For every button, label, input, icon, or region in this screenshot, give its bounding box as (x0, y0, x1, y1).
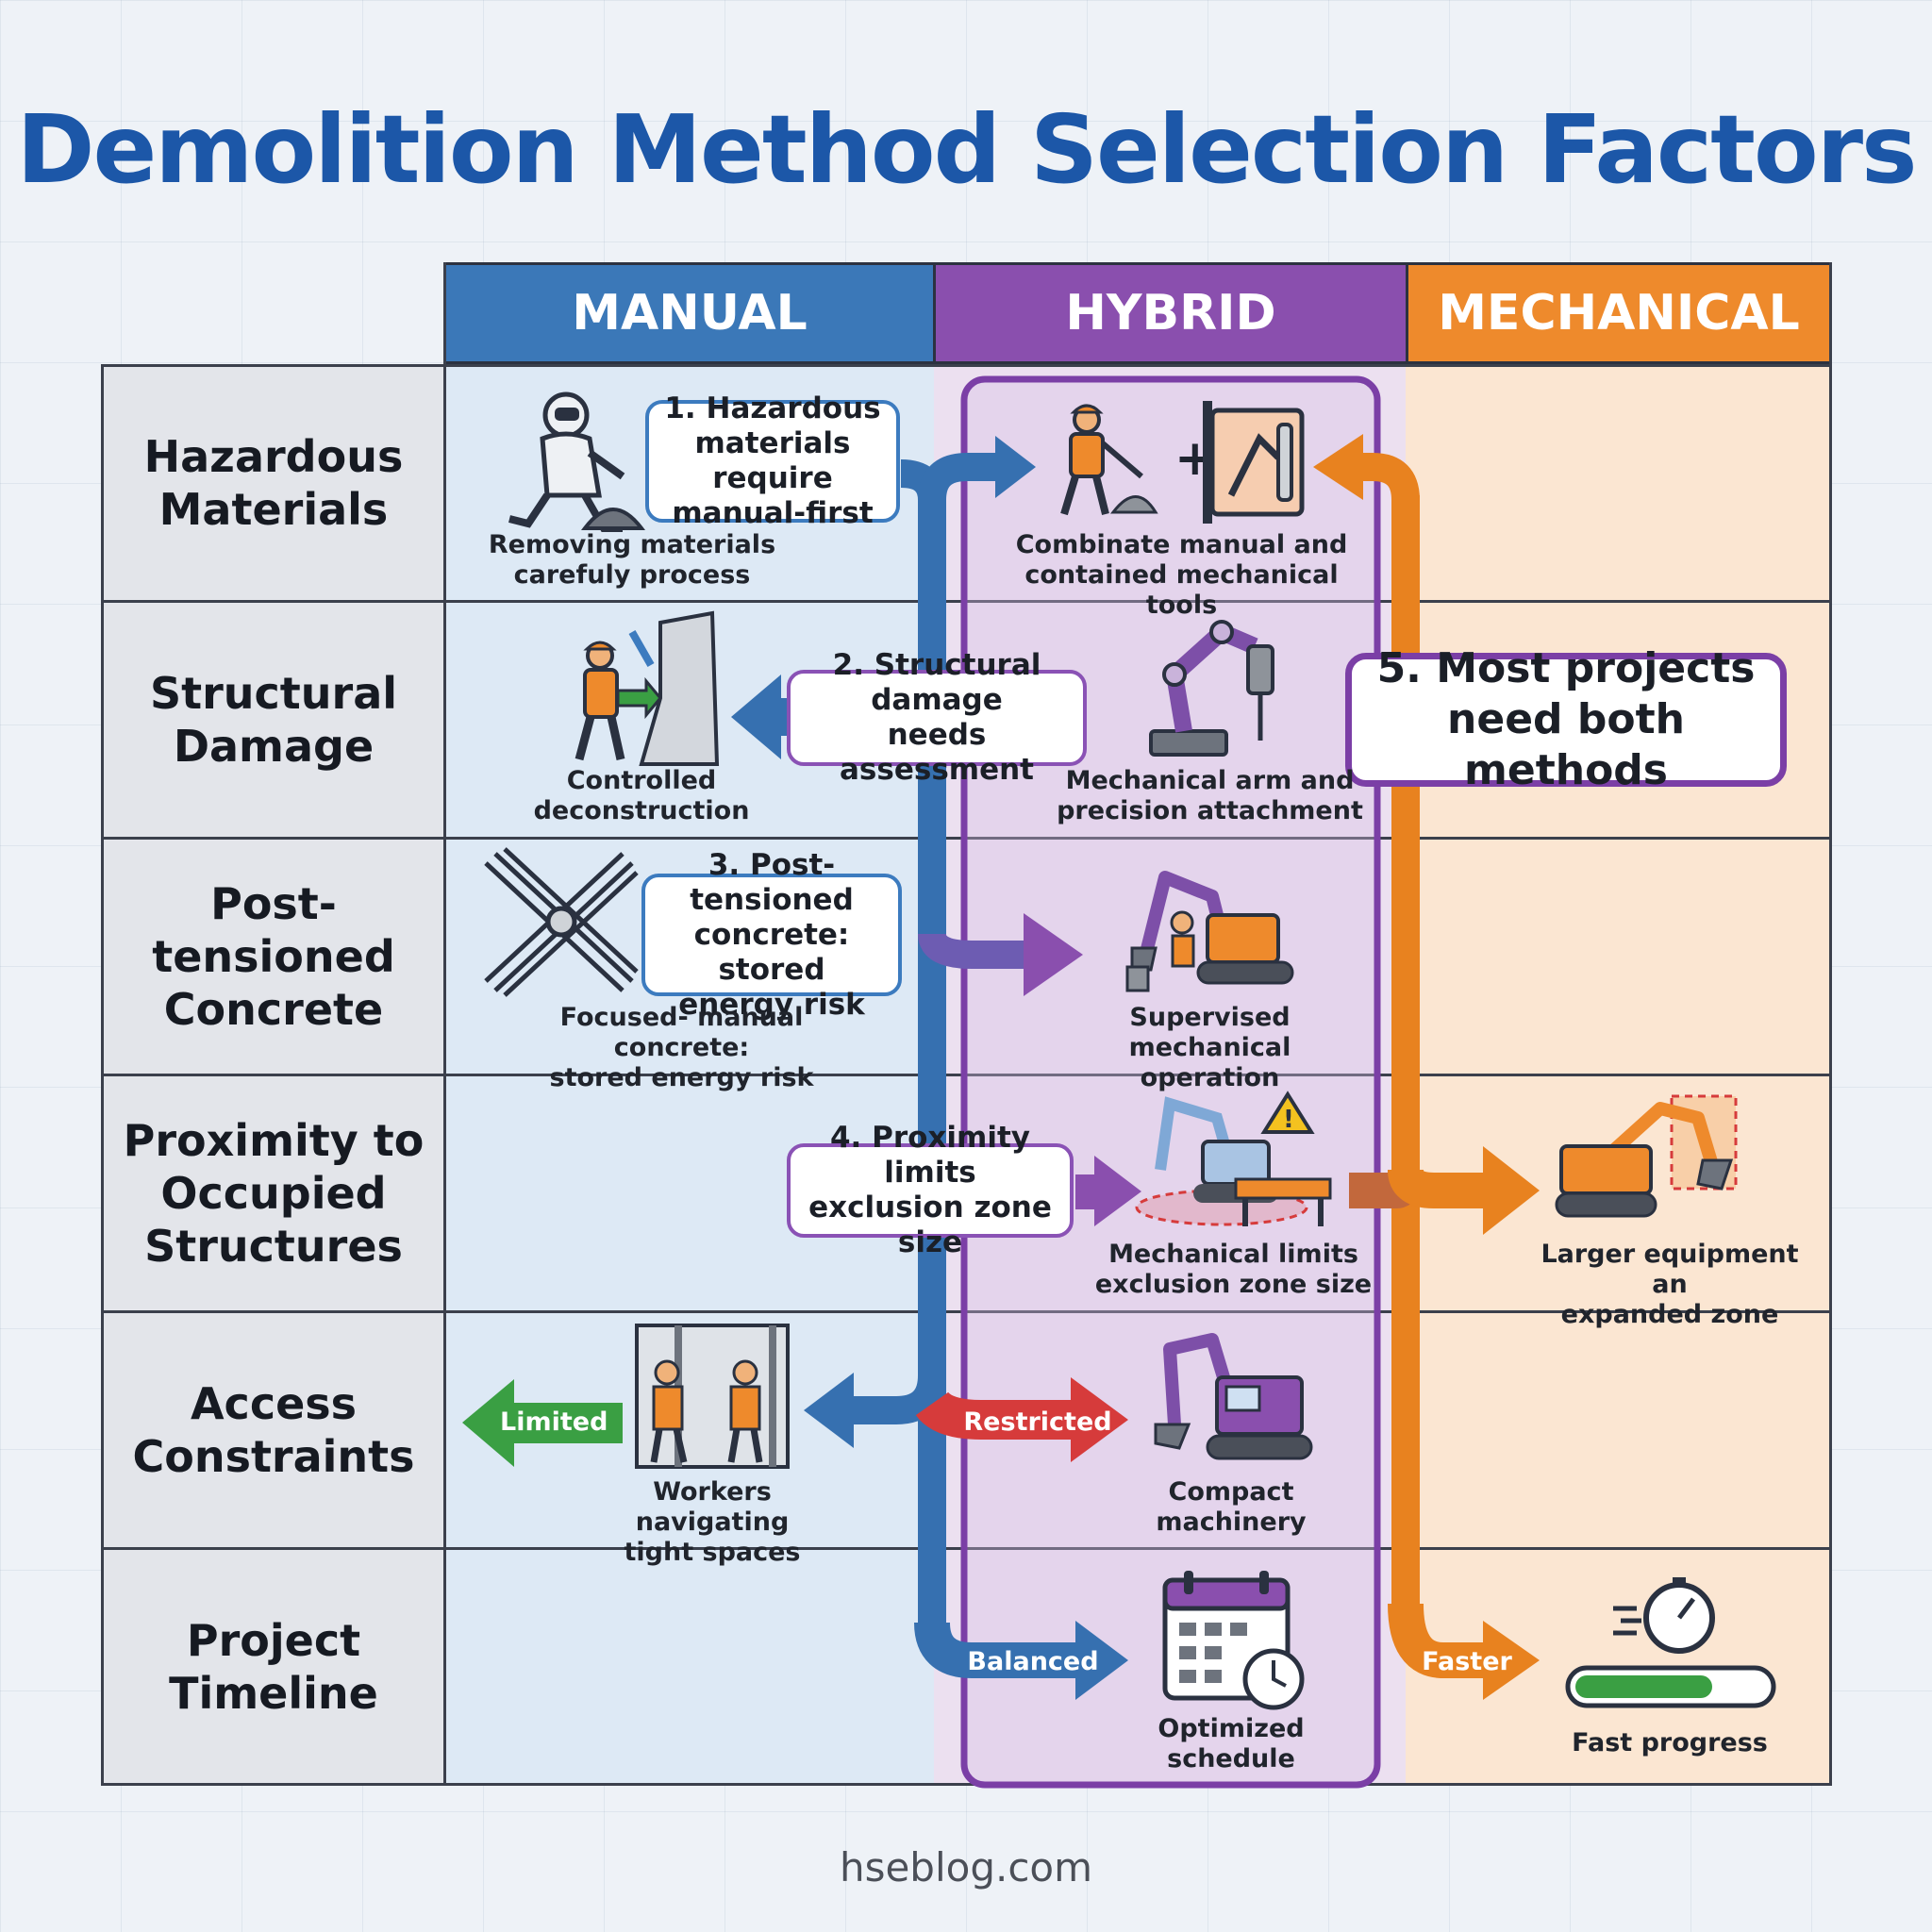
speedometer-icon (1613, 1577, 1715, 1654)
caption-hybrid-timeline: Optimized schedule (1158, 1714, 1305, 1774)
arrow-label-balanced: Balanced (967, 1647, 1099, 1676)
callout-post-tensioned: 3. Post-tensioned concrete: stored energ… (641, 848, 902, 1022)
arrow-restricted (1071, 1377, 1128, 1462)
arrow-to-mechanical-proximity (1483, 1146, 1540, 1235)
arrow-proximity-hybrid (1075, 1156, 1141, 1226)
worker-cutting-wall-icon (575, 610, 720, 766)
progress-bar-fill (1575, 1675, 1712, 1698)
callout-structural: 2. Structural damage needs assessment (787, 648, 1087, 787)
grid-line (1829, 262, 1832, 1786)
caption-manual-hazard: Removing materials carefuly process (488, 530, 776, 590)
arrow-label-restricted: Restricted (963, 1407, 1112, 1437)
row-label-timeline: Project Timeline (102, 1548, 445, 1785)
worker-with-toolbox-icon: + (1060, 401, 1305, 524)
row-label-post-tensioned: Post-tensioned Concrete (102, 838, 445, 1074)
row-label-structural: Structural Damage (102, 601, 445, 838)
site-footer: hseblog.com (839, 1844, 1093, 1890)
callout-hazardous: 1. Hazardous materials require manual-fi… (645, 391, 900, 530)
arrow-from-mechanical-hazard (1313, 434, 1363, 500)
arrow-access-left (804, 1373, 854, 1448)
mechanical-arm-icon (1149, 620, 1274, 757)
arrow-label-limited: Limited (500, 1407, 608, 1437)
callout-both-methods: 5. Most projects need both methods (1345, 644, 1787, 794)
caption-manual-access: Workers navigating tight spaces (624, 1477, 801, 1567)
arrow-to-hybrid-hazard (995, 436, 1036, 498)
caption-mechanical-timeline: Fast progress (1572, 1728, 1768, 1757)
calendar-clock-icon (1162, 1571, 1305, 1710)
svg-text:!: ! (1283, 1106, 1294, 1134)
caption-manual-post-tensioned: Focused- manual concrete: stored energy … (549, 1003, 814, 1092)
caption-hybrid-access: Compact machinery (1156, 1477, 1307, 1537)
arrow-label-faster: Faster (1422, 1647, 1512, 1676)
arrow-to-hybrid-pt (1024, 913, 1083, 996)
caption-manual-structural: Controlled deconstruction (533, 766, 750, 825)
workers-tight-space-icon (635, 1324, 790, 1469)
grid-line (102, 1783, 1830, 1786)
header-manual: MANUAL (443, 262, 936, 364)
excavator-with-barrier-icon: ! (1135, 1091, 1332, 1226)
callout-proximity: 4. Proximity limits exclusion zone size (787, 1121, 1074, 1259)
row-label-proximity: Proximity to Occupied Structures (102, 1074, 445, 1311)
arrow-structural-left (731, 675, 797, 759)
compact-excavator-icon (1154, 1333, 1313, 1460)
page-title: Demolition Method Selection Factors (16, 94, 1917, 205)
grid-line (102, 364, 1830, 367)
supervised-excavator-icon (1125, 871, 1294, 992)
caption-hybrid-hazard: Combinate manual and contained mechanica… (1015, 530, 1348, 620)
grid-line (101, 364, 104, 1786)
arrow-balanced (1075, 1621, 1128, 1700)
grid-line (443, 262, 446, 1786)
arrow-limited (462, 1379, 623, 1467)
post-tension-tendons-icon (484, 847, 639, 997)
header-mechanical: MECHANICAL (1406, 262, 1832, 364)
large-excavator-icon (1555, 1094, 1738, 1218)
caption-hybrid-post-tensioned: Supervised mechanical operation (1128, 1003, 1291, 1092)
caption-mechanical-proximity: Larger equipment an expanded zone (1541, 1240, 1799, 1329)
progress-bar (1565, 1665, 1776, 1708)
hazmat-worker-icon (508, 391, 646, 532)
row-label-access: Access Constraints (102, 1311, 445, 1548)
arrow-faster (1483, 1621, 1540, 1700)
caption-hybrid-structural: Mechanical arm and precision attachment (1057, 766, 1363, 825)
row-label-hazardous: Hazardous Materials (102, 364, 445, 601)
header-hybrid: HYBRID (933, 262, 1408, 364)
caption-hybrid-proximity: Mechanical limits exclusion zone size (1094, 1240, 1373, 1299)
